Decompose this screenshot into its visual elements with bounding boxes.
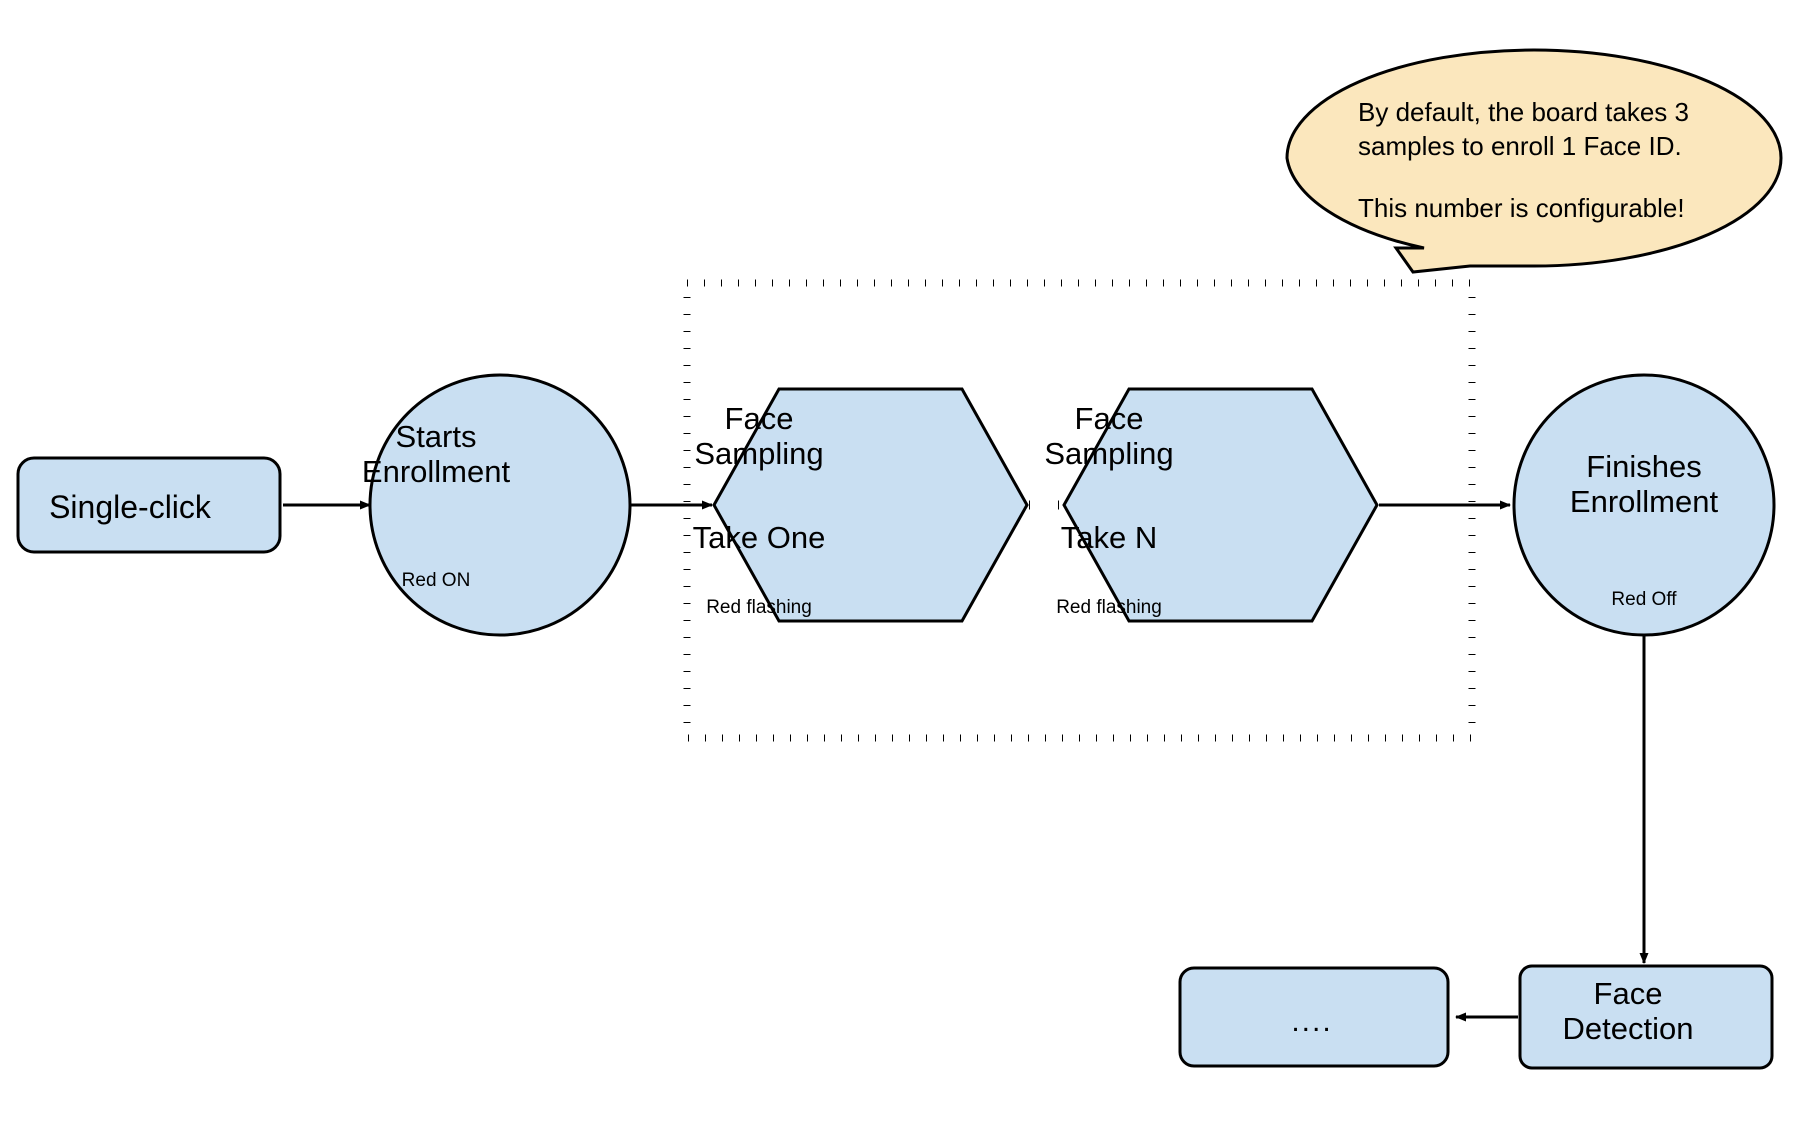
- single-click-box[interactable]: [16, 456, 282, 554]
- finishes-enrollment-circle[interactable]: [1512, 373, 1776, 637]
- face-detection-box[interactable]: [1518, 964, 1774, 1070]
- sampling-loop-group-border: [683, 279, 1476, 742]
- callout-balloon: [1285, 48, 1783, 274]
- ellipsis-box[interactable]: [1178, 966, 1450, 1068]
- starts-enrollment-circle[interactable]: [368, 373, 632, 637]
- face-sampling-n-hexagon[interactable]: [1062, 387, 1379, 623]
- face-sampling-one-hexagon[interactable]: [712, 387, 1029, 623]
